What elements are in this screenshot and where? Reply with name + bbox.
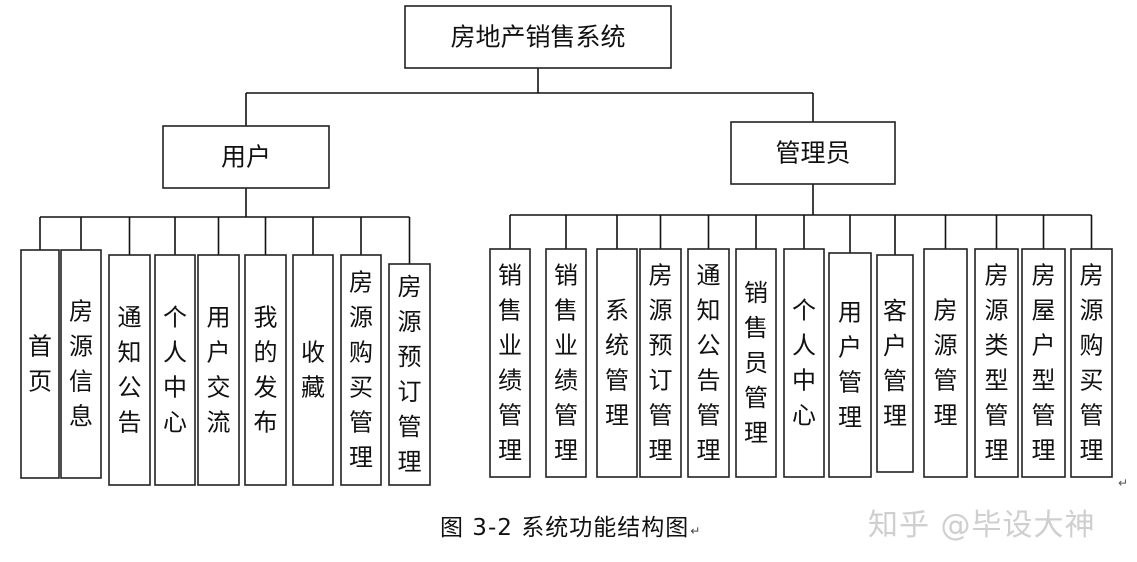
leaf-node: 通知公告管理 [687, 248, 730, 478]
leaf-node-label: 系统管理 [605, 297, 629, 430]
paragraph-mark-icon: ↵ [1118, 476, 1129, 490]
leaf-node-label: 房源信息 [69, 298, 93, 431]
leaf-node-label: 个人中心 [792, 297, 816, 430]
leaf-node: 通知公告 [108, 254, 151, 486]
leaf-node-label: 个人中心 [163, 304, 187, 437]
leaf-node-label: 销售业绩管理 [498, 262, 522, 465]
leaf-node: 首页 [20, 249, 60, 479]
figure-caption-text: 图 3-2 系统功能结构图 [440, 515, 690, 541]
leaf-node: 房源购买管理 [1070, 248, 1113, 478]
paragraph-mark-icon: ↵ [690, 524, 702, 538]
leaf-node-label: 销售员管理 [744, 279, 768, 447]
leaf-node: 销售业绩管理 [545, 248, 587, 478]
leaf-node: 房源预订管理 [388, 263, 431, 486]
leaf-node-label: 收藏 [301, 339, 325, 402]
branch-node-label: 用户 [221, 143, 271, 172]
leaf-node-label: 用户交流 [207, 304, 231, 437]
leaf-node: 用户交流 [197, 254, 240, 486]
root-node: 房地产销售系统 [404, 5, 672, 69]
leaf-node: 客户管理 [876, 254, 914, 473]
leaf-node: 我的发布 [244, 254, 287, 486]
leaf-node-label: 房源预订管理 [649, 262, 673, 465]
zhihu-watermark: 知乎 @毕设大神 [868, 508, 1096, 543]
leaf-node-label: 首页 [28, 333, 52, 396]
leaf-node: 房源管理 [923, 248, 968, 478]
connector-lines [39, 68, 1093, 264]
leaf-node: 房源预订管理 [639, 248, 682, 478]
leaf-node: 房屋户型管理 [1021, 248, 1066, 478]
leaf-node-label: 用户管理 [838, 299, 862, 432]
leaf-node-label: 房屋户型管理 [1032, 262, 1056, 465]
root-node-label: 房地产销售系统 [450, 23, 625, 52]
leaf-node-label: 房源类型管理 [985, 262, 1009, 465]
leaf-node: 房源类型管理 [974, 248, 1019, 478]
leaf-node: 房源信息 [60, 249, 102, 479]
leaf-node: 系统管理 [596, 248, 638, 478]
leaf-node-label: 通知公告 [118, 304, 142, 437]
leaf-node-label: 销售业绩管理 [554, 262, 578, 465]
branch-node: 用户 [162, 125, 330, 189]
leaf-node: 销售员管理 [735, 248, 777, 478]
leaf-node-label: 房源预订管理 [398, 273, 422, 476]
leaf-node-label: 客户管理 [883, 297, 907, 430]
leaf-node-label: 房源购买管理 [1080, 262, 1104, 465]
leaf-node: 个人中心 [154, 254, 196, 486]
leaf-node: 销售业绩管理 [489, 248, 531, 478]
leaf-node: 个人中心 [783, 248, 825, 478]
leaf-node: 用户管理 [828, 252, 872, 478]
branch-node-label: 管理员 [775, 139, 850, 168]
diagram-nodes: 房地产销售系统用户首页房源信息通知公告个人中心用户交流我的发布收藏房源购买管理房… [20, 5, 1113, 486]
leaf-node-label: 通知公告管理 [697, 262, 721, 465]
leaf-node-label: 我的发布 [254, 304, 278, 437]
figure-caption: 图 3-2 系统功能结构图↵ [440, 508, 770, 542]
leaf-node: 收藏 [292, 254, 334, 486]
leaf-node: 房源购买管理 [340, 254, 382, 486]
leaf-node-label: 房源购买管理 [349, 269, 373, 472]
leaf-node-label: 房源管理 [934, 297, 958, 430]
branch-node: 管理员 [730, 121, 896, 185]
